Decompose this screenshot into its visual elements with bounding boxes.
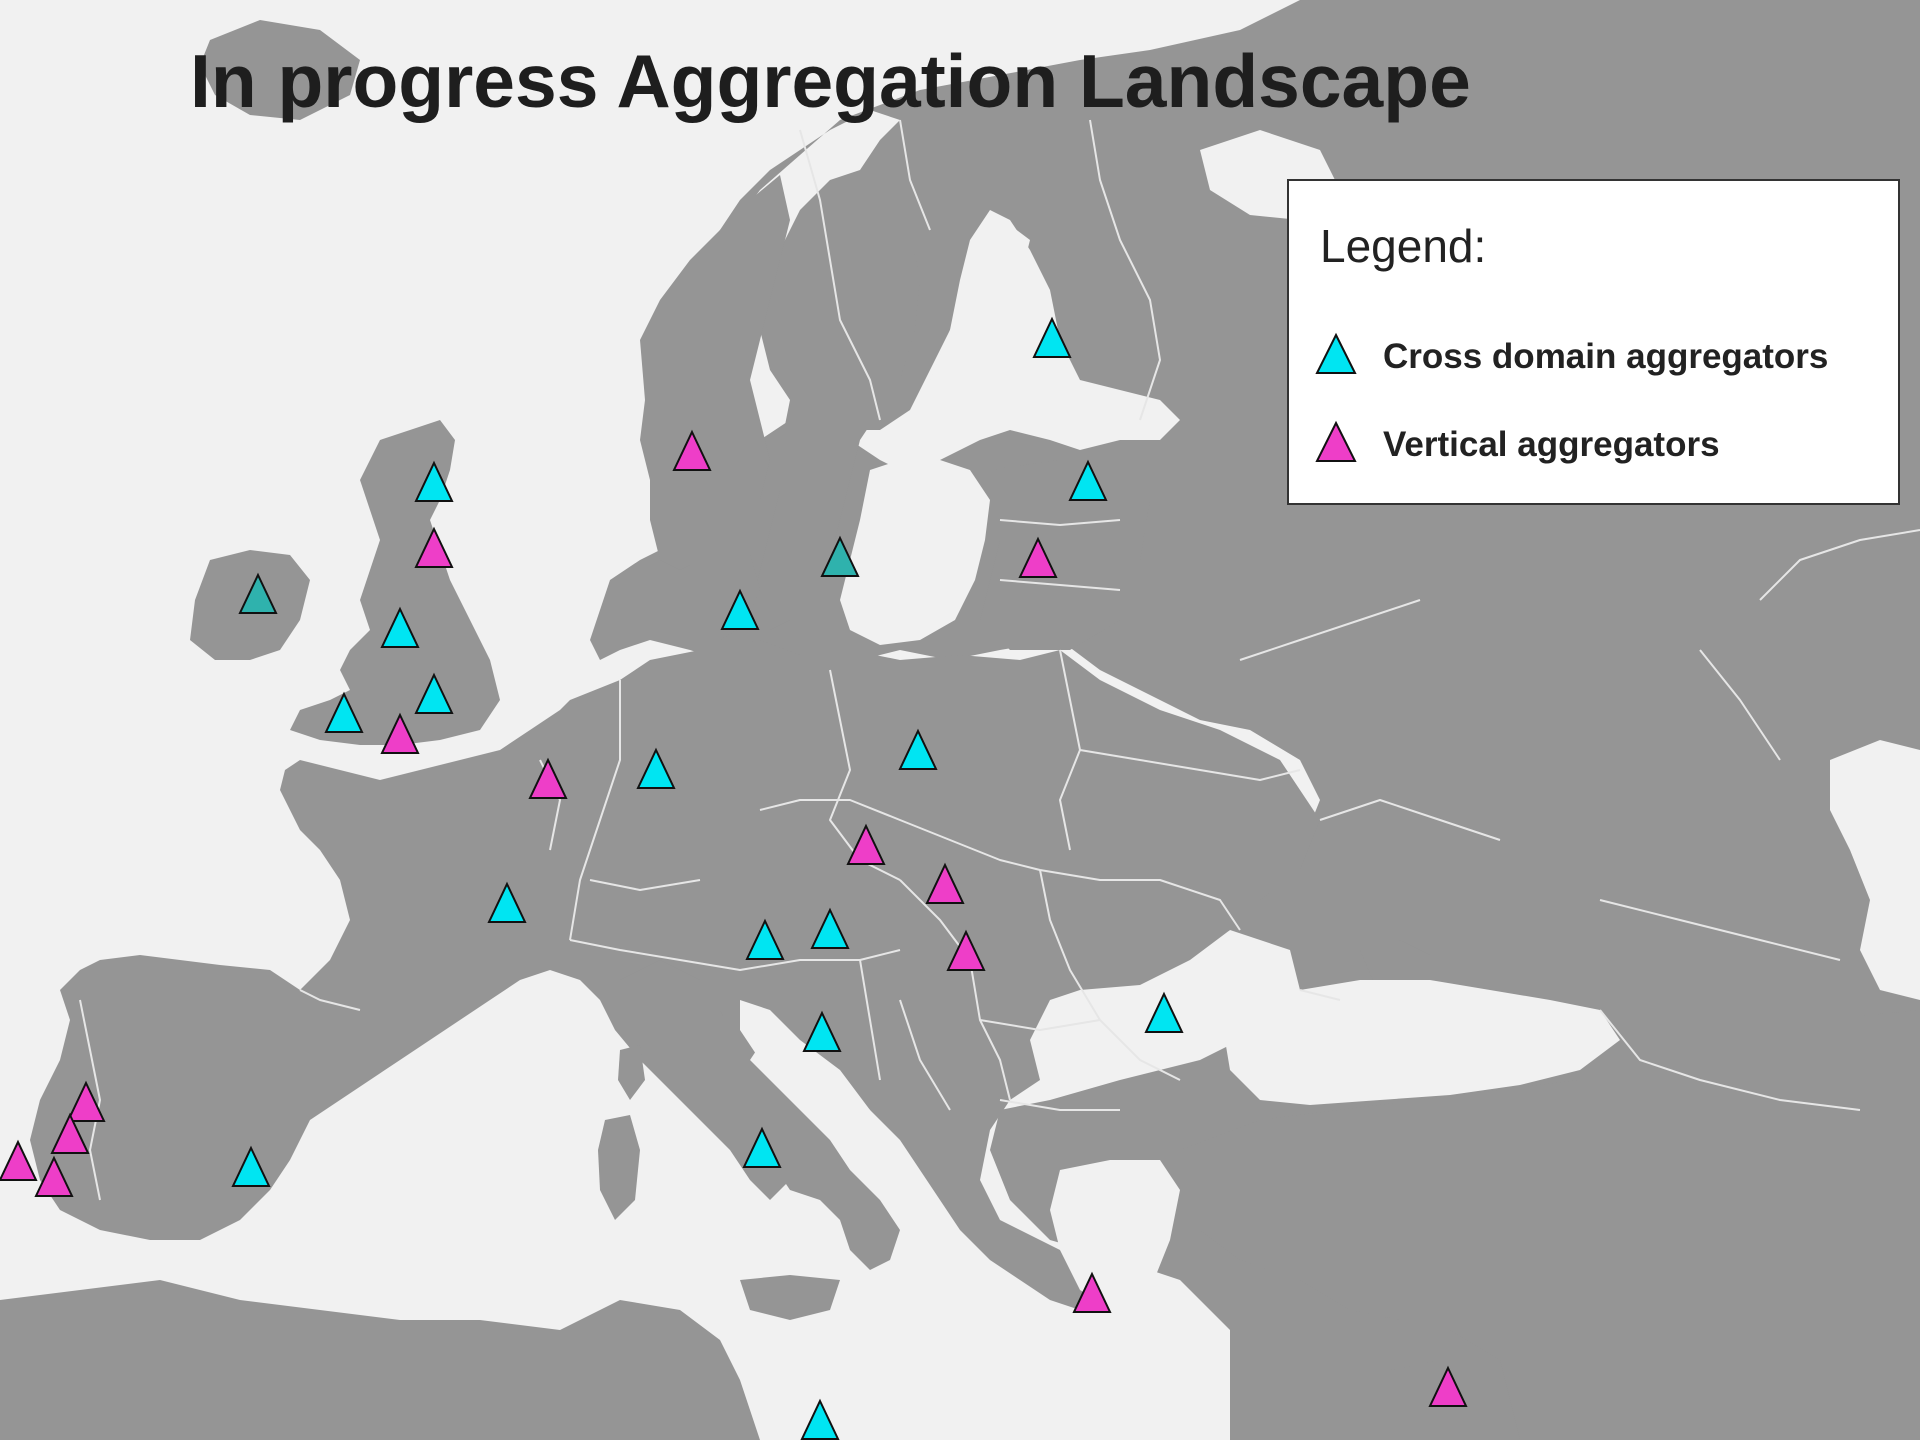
borders bbox=[79, 119, 1920, 1201]
cross-domain-aggregator-marker bbox=[487, 881, 527, 923]
cross-domain-aggregator-marker bbox=[380, 606, 420, 648]
sweden bbox=[750, 230, 920, 630]
cross-domain-aggregator-marker bbox=[745, 918, 785, 960]
gulf-of-bothnia bbox=[930, 225, 1030, 440]
cross-domain-aggregator-marker bbox=[636, 747, 676, 789]
caspian-sea bbox=[1830, 740, 1920, 1000]
vertical-aggregator-marker bbox=[672, 429, 712, 471]
cross-domain-aggregator-marker bbox=[800, 1398, 840, 1440]
north-africa bbox=[0, 1280, 760, 1440]
vertical-aggregator-marker bbox=[925, 862, 965, 904]
baltic-sea bbox=[840, 460, 990, 645]
vertical-aggregator-marker bbox=[380, 712, 420, 754]
cross-domain-aggregator-marker bbox=[898, 728, 938, 770]
cross-domain-aggregator-marker bbox=[324, 691, 364, 733]
turkey bbox=[1180, 1010, 1920, 1440]
vertical-aggregator-marker bbox=[1072, 1271, 1112, 1313]
cross-domain-aggregator-marker bbox=[742, 1126, 782, 1168]
aegean-sea bbox=[1050, 1160, 1180, 1310]
cross-domain-aggregator-marker bbox=[414, 672, 454, 714]
cyan-triangle-icon bbox=[1315, 332, 1357, 374]
vertical-aggregator-marker bbox=[0, 1139, 38, 1181]
sicily bbox=[740, 1275, 840, 1320]
iceland bbox=[200, 20, 360, 120]
legend-label-vertical: Vertical aggregators bbox=[1383, 425, 1720, 464]
vertical-aggregator-marker bbox=[1428, 1365, 1468, 1407]
cross-domain-aggregator-marker bbox=[1068, 459, 1108, 501]
cross-domain-aggregator-marker bbox=[802, 1010, 842, 1052]
legend: Legend: Cross domain aggregators Vertica… bbox=[1287, 179, 1900, 505]
vertical-aggregator-marker bbox=[50, 1112, 90, 1154]
cross-domain-aggregator-marker bbox=[238, 572, 278, 614]
crimea bbox=[1360, 940, 1430, 985]
vertical-aggregator-marker bbox=[66, 1080, 106, 1122]
vertical-aggregator-marker bbox=[946, 929, 986, 971]
vertical-aggregator-marker bbox=[414, 526, 454, 568]
norway bbox=[640, 175, 790, 570]
cross-domain-aggregator-marker bbox=[810, 907, 850, 949]
page-title: In progress Aggregation Landscape bbox=[190, 39, 1471, 123]
legend-label-cross-domain: Cross domain aggregators bbox=[1383, 337, 1829, 376]
seas bbox=[740, 130, 1920, 1310]
great-britain bbox=[290, 420, 500, 745]
adriatic-sea bbox=[740, 1000, 890, 1170]
cross-domain-aggregator-marker bbox=[414, 460, 454, 502]
cross-domain-aggregator-marker bbox=[820, 535, 860, 577]
vertical-aggregator-marker bbox=[528, 757, 568, 799]
aggregator-markers bbox=[0, 316, 1468, 1440]
cross-domain-aggregator-marker bbox=[1144, 991, 1184, 1033]
cross-domain-aggregator-marker bbox=[1032, 316, 1072, 358]
legend-title: Legend: bbox=[1320, 220, 1487, 272]
vertical-aggregator-marker bbox=[846, 823, 886, 865]
vertical-aggregator-marker bbox=[34, 1155, 74, 1197]
baltics bbox=[980, 460, 1150, 650]
black-sea bbox=[1225, 980, 1620, 1105]
italy bbox=[620, 960, 900, 1270]
corsica bbox=[618, 1045, 645, 1100]
magenta-triangle-icon bbox=[1315, 420, 1357, 462]
vertical-aggregator-marker bbox=[1018, 536, 1058, 578]
sardinia bbox=[598, 1115, 640, 1220]
cross-domain-aggregator-marker bbox=[231, 1145, 271, 1187]
cross-domain-aggregator-marker bbox=[720, 588, 760, 630]
